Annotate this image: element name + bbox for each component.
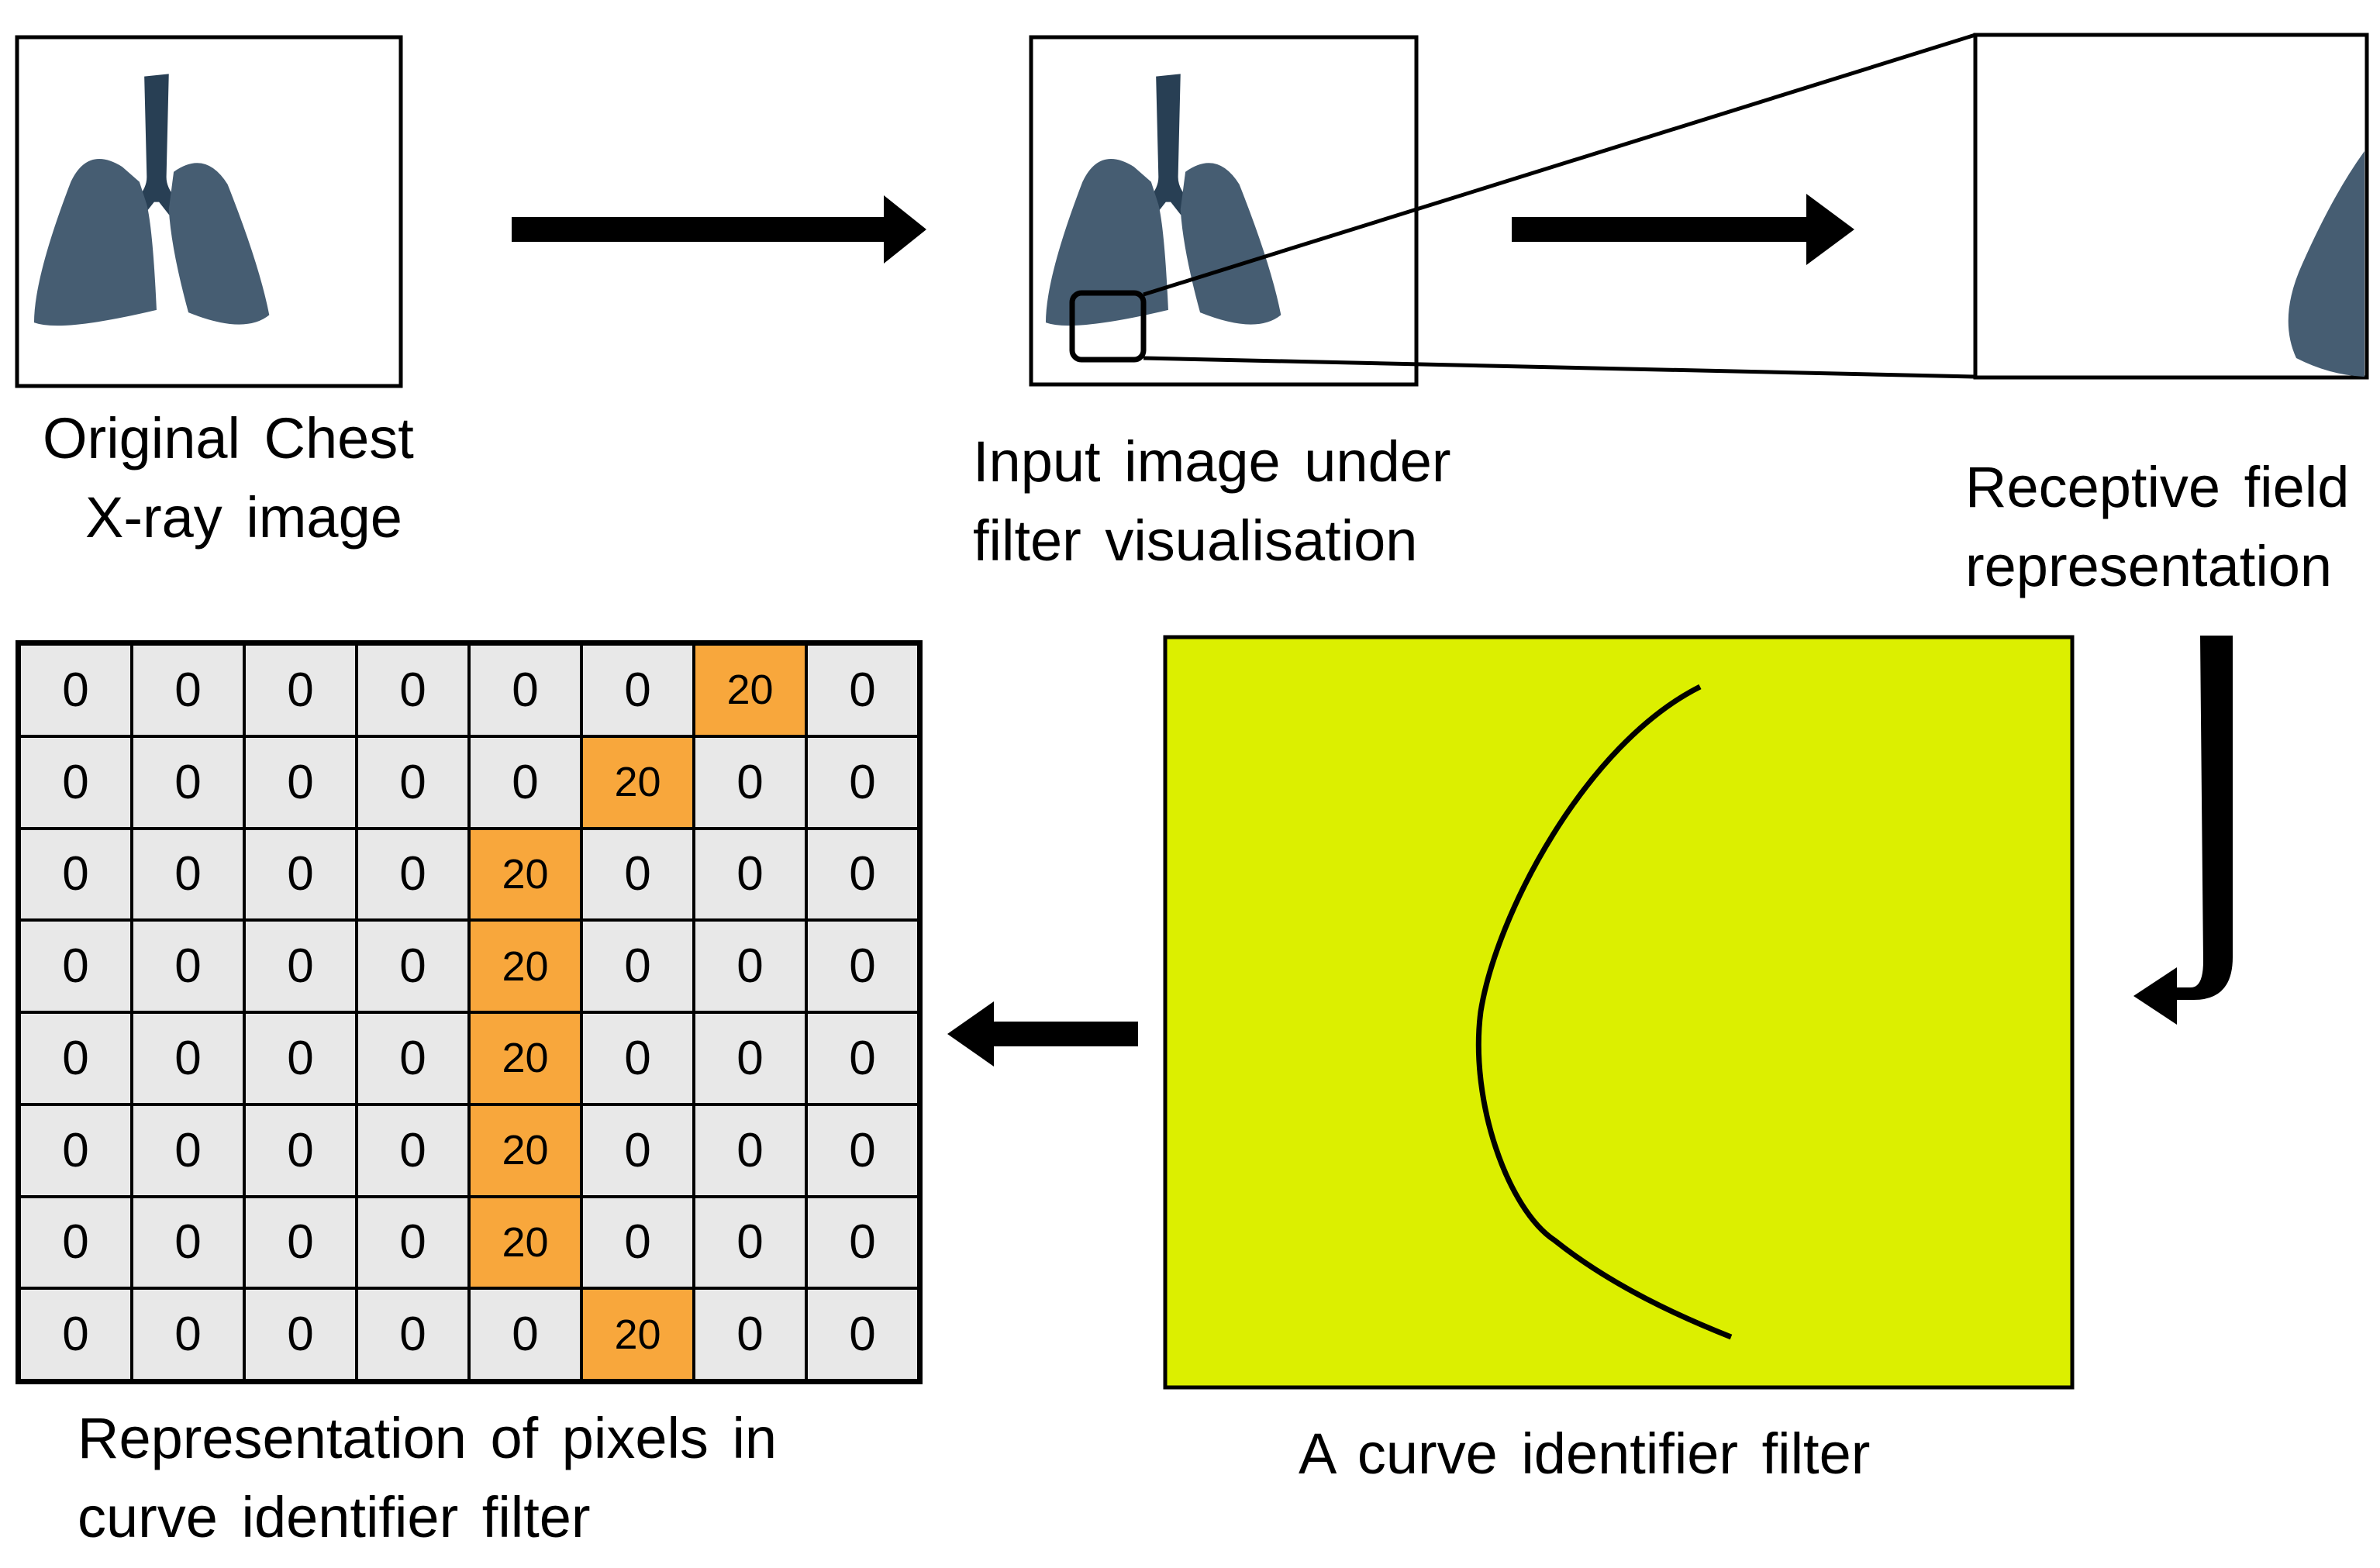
pixel-cell: 0 [694, 828, 806, 921]
projection-line-top [1143, 33, 1976, 297]
pixel-cell: 0 [19, 736, 132, 829]
pixel-cell: 0 [19, 920, 132, 1012]
pixel-cell: 0 [694, 1196, 806, 1289]
caption-line: Input image under [973, 429, 1451, 494]
pixel-cell-highlighted: 20 [469, 1104, 581, 1197]
pixel-cell: 0 [806, 736, 919, 829]
pixel-cell-highlighted: 20 [581, 1288, 694, 1380]
pixel-cell: 0 [357, 1288, 469, 1380]
curve-filter-panel [1163, 635, 2075, 1390]
right-arrow-icon [1512, 194, 1854, 265]
pixel-cell: 0 [806, 920, 919, 1012]
pixel-cell-highlighted: 20 [469, 1196, 581, 1289]
pixel-cell: 0 [132, 1288, 244, 1380]
pixel-cell: 0 [244, 920, 357, 1012]
pixel-cell: 0 [806, 828, 919, 921]
pixel-cell: 0 [357, 1104, 469, 1197]
pixel-cell: 0 [19, 1288, 132, 1380]
lung-edge-icon [2288, 151, 2364, 377]
pixel-cell: 0 [244, 644, 357, 736]
pixel-cell: 0 [357, 736, 469, 829]
pixel-cell: 0 [694, 736, 806, 829]
caption-line: curve identifier filter [78, 1485, 591, 1549]
pixel-cell: 0 [806, 1196, 919, 1289]
pixel-cell: 0 [132, 828, 244, 921]
pixel-cell: 0 [132, 644, 244, 736]
pixel-cell: 0 [19, 828, 132, 921]
pixel-cell: 0 [132, 1104, 244, 1197]
pixel-cell: 0 [19, 1012, 132, 1104]
pixel-cell: 0 [132, 736, 244, 829]
caption-line: Original Chest [43, 406, 414, 470]
pixel-cell: 0 [469, 736, 581, 829]
caption-receptive: Receptive field representation [1965, 448, 2349, 606]
pixel-cell: 0 [244, 736, 357, 829]
pixel-cell-highlighted: 20 [469, 1012, 581, 1104]
pixel-cell: 0 [469, 644, 581, 736]
pixel-cell: 0 [694, 1012, 806, 1104]
pixel-cell: 0 [132, 1012, 244, 1104]
pixel-cell: 0 [244, 1196, 357, 1289]
pixel-cell: 0 [581, 1104, 694, 1197]
pixel-cell: 0 [132, 920, 244, 1012]
caption-pixels: Representation of pixels in curve identi… [78, 1399, 777, 1557]
caption-line: Representation of pixels in [78, 1406, 778, 1470]
caption-line: filter visualisation [973, 508, 1418, 573]
pixel-cell: 0 [581, 828, 694, 921]
pixel-cell: 0 [581, 920, 694, 1012]
left-arrow-icon [947, 1001, 1138, 1067]
caption-filter: A curve identifier filter [1299, 1415, 1870, 1494]
caption-original: Original Chest X-ray image [43, 399, 414, 557]
pixel-cell: 0 [806, 644, 919, 736]
pixel-cell: 0 [19, 1196, 132, 1289]
pixel-cell: 0 [357, 1196, 469, 1289]
caption-input: Input image under filter visualisation [973, 422, 1451, 581]
pixel-cell: 0 [357, 828, 469, 921]
pixel-cell: 0 [357, 1012, 469, 1104]
receptive-field-box [1069, 290, 1147, 363]
right-arrow-icon [512, 195, 926, 264]
caption-line: X-ray image [85, 485, 402, 550]
pixel-cell: 0 [132, 1196, 244, 1289]
pixel-cell: 0 [357, 644, 469, 736]
turn-arrow-icon [2133, 636, 2233, 1025]
pixel-cell: 0 [581, 644, 694, 736]
pixel-cell-highlighted: 20 [694, 644, 806, 736]
caption-line: A curve identifier filter [1299, 1422, 1871, 1486]
caption-line: representation [1965, 534, 2333, 598]
pixel-cell: 0 [806, 1288, 919, 1380]
pixel-cell: 0 [806, 1104, 919, 1197]
pixel-cell: 0 [357, 920, 469, 1012]
pixel-cell: 0 [244, 1104, 357, 1197]
pixel-cell: 0 [19, 1104, 132, 1197]
pixel-cell-highlighted: 20 [581, 736, 694, 829]
pixel-cell: 0 [244, 1288, 357, 1380]
pixel-cell: 0 [581, 1012, 694, 1104]
pixel-cell: 0 [694, 920, 806, 1012]
pixel-cell: 0 [469, 1288, 581, 1380]
pixel-cell: 0 [581, 1196, 694, 1289]
projection-line-bottom [1143, 356, 1976, 379]
pixel-cell: 0 [244, 1012, 357, 1104]
pixel-cell: 0 [806, 1012, 919, 1104]
pixel-cell: 0 [19, 644, 132, 736]
pixel-cell-highlighted: 20 [469, 920, 581, 1012]
caption-line: Receptive field [1965, 455, 2350, 519]
pixel-cell: 0 [244, 828, 357, 921]
pixel-cell: 0 [694, 1288, 806, 1380]
curve-line [1475, 684, 1733, 1340]
pixel-cell: 0 [694, 1104, 806, 1197]
pixel-cell-highlighted: 20 [469, 828, 581, 921]
